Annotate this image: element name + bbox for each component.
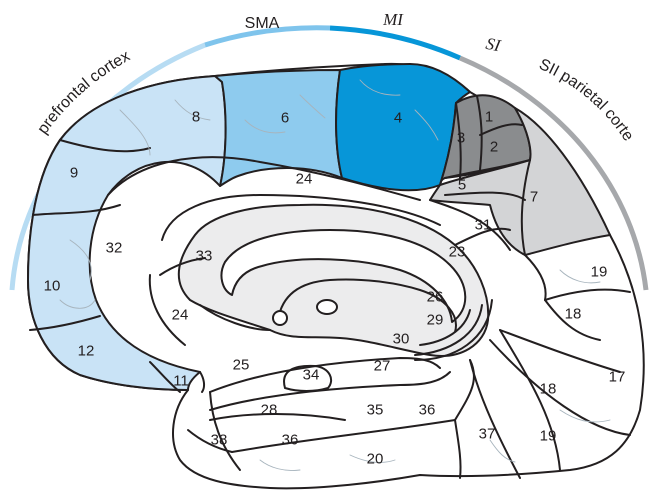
arc-label-sii-parietal-cortex: SII parietal corte (536, 56, 636, 144)
area-label-3: 3 (457, 130, 465, 147)
area-label-18-lower: 18 (540, 381, 557, 398)
arc-band-sma (204, 25, 331, 48)
area-label-30: 30 (393, 331, 410, 348)
area-label-27: 27 (374, 358, 391, 375)
area-label-1: 1 (485, 109, 493, 126)
area-label-12: 12 (78, 343, 95, 360)
area-label-36-right: 36 (419, 402, 436, 419)
arc-band-mi (329, 25, 462, 61)
area-label-19-lower: 19 (540, 428, 557, 445)
area-label-23: 23 (449, 244, 466, 261)
area-label-28: 28 (261, 402, 278, 419)
area-label-36-left: 36 (282, 432, 299, 449)
area-label-10: 10 (44, 278, 61, 295)
anterior-commissure (272, 310, 288, 326)
area-label-38: 38 (211, 432, 228, 449)
area-label-26: 26 (427, 289, 444, 306)
area-label-20: 20 (367, 451, 384, 468)
area-label-33: 33 (196, 248, 213, 265)
area-label-34: 34 (303, 367, 320, 384)
area-label-24-upper: 24 (296, 171, 313, 188)
region-sma-area-6 (214, 69, 343, 187)
area-label-18-upper: 18 (565, 306, 582, 323)
area-label-11: 11 (173, 373, 189, 390)
area-label-6: 6 (281, 110, 289, 127)
area-label-17: 17 (609, 369, 626, 386)
area-boundaries (29, 95, 631, 479)
area-label-24-lower: 24 (172, 307, 189, 324)
area-number-labels: 8 6 4 1 3 2 5 7 9 24 31 23 32 33 19 10 2… (44, 109, 626, 468)
area-label-25: 25 (233, 357, 250, 374)
area-label-29: 29 (427, 312, 444, 329)
arc-label-si: SI (484, 34, 503, 56)
area-label-5: 5 (458, 177, 466, 194)
sulcal-vessels (59, 79, 611, 471)
area-label-37: 37 (479, 426, 496, 443)
arc-band-si-parietal (459, 55, 649, 291)
area-label-8: 8 (192, 109, 200, 126)
area-label-2: 2 (490, 139, 498, 156)
area-label-7: 7 (530, 189, 538, 206)
area-label-35: 35 (367, 402, 384, 419)
area-label-32: 32 (106, 240, 123, 257)
area-label-4: 4 (394, 110, 402, 127)
fornix (277, 278, 457, 333)
interthalamic-adhesion (316, 299, 338, 315)
arc-label-sma: SMA (245, 15, 280, 32)
area-label-9: 9 (70, 165, 78, 182)
area-label-31: 31 (475, 217, 492, 234)
arc-label-mi: MI (382, 10, 404, 29)
area-label-19-upper: 19 (591, 264, 608, 281)
